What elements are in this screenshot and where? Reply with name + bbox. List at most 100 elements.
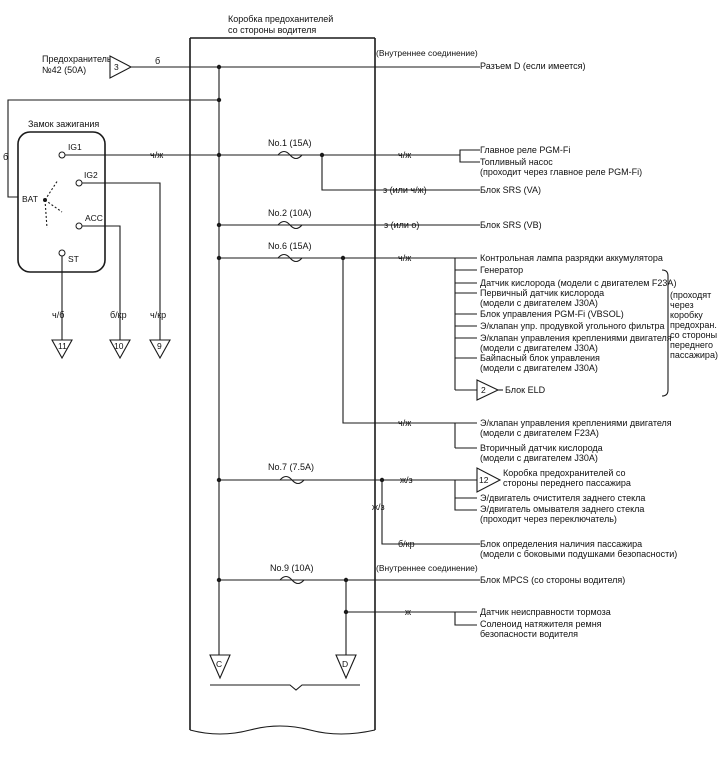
dest-9b-2: безопасности водителя (480, 629, 578, 639)
dest-6b-0: Э/клапан управления креплениями двигател… (480, 418, 672, 428)
ignition-wire-color: б (3, 152, 8, 162)
pin-acc: ACC (85, 213, 103, 223)
dest-6b-1: (модели с двигателем F23A) (480, 428, 599, 438)
dest-9b-0: Датчик неисправности тормоза (480, 607, 611, 617)
acc-wire (82, 225, 121, 340)
wire-no2: з (или о) (384, 220, 419, 230)
fuse42-label-1: Предохранитель (42, 54, 112, 64)
side-note-3: предохран. (670, 320, 717, 330)
fuse7-pass-branch (381, 480, 480, 545)
fuse-no6-label: No.6 (15A) (268, 241, 312, 251)
ig1-terminal (58, 151, 66, 159)
side-note-0: (проходят (670, 290, 711, 300)
fuse6-second-branch (342, 258, 455, 424)
dest-6-8: (модели с двигателем J30A) (480, 343, 598, 353)
dest-6b-2: Вторичный датчик кислорода (480, 443, 603, 453)
fuse-no2-symbol (277, 220, 303, 230)
wire-no6: ч/ж (398, 253, 411, 263)
dest-6b-3: (модели с двигателем J30A) (480, 453, 598, 463)
connector-3-triangle (109, 55, 133, 79)
dest-6-3: Первичный датчик кислорода (480, 288, 604, 298)
side-note-4: со стороны (670, 330, 717, 340)
fuse42-wire-color: б (155, 56, 160, 66)
dest-fuel-pump-note: (проходит через главное реле PGM-Fi) (480, 167, 642, 177)
ignition-title: Замок зажигания (28, 119, 99, 129)
dest-6-1: Генератор (480, 265, 523, 275)
dest-7b-0: Блок определения наличия пассажира (480, 539, 642, 549)
fuse-no2-label: No.2 (10A) (268, 208, 312, 218)
junction (216, 255, 222, 261)
dest-pgm-relay: Главное реле PGM-Fi (480, 145, 570, 155)
connector-d-label: D (342, 659, 348, 669)
dest-mpcs: Блок MPCS (со стороны водителя) (480, 575, 625, 585)
ig2-wire (82, 182, 161, 340)
wire-no7v: ж/з (372, 502, 385, 512)
srs-va-wire (321, 155, 480, 191)
pin-ig1: IG1 (68, 142, 82, 152)
side-note-2: коробку (670, 310, 703, 320)
pin-st: ST (68, 254, 79, 264)
fuse-box-title-2: со стороны водителя (228, 25, 316, 35)
junction (216, 152, 222, 158)
side-note-5: переднего (670, 340, 713, 350)
wire-no1: ч/ж (398, 150, 411, 160)
battery-to-ignition-wire (7, 99, 219, 198)
connector-c-triangle (209, 654, 231, 680)
fuse9-branch (454, 612, 477, 626)
st-terminal (58, 249, 66, 257)
dest-7-0: Коробка предохранителей со (503, 468, 626, 478)
fuse-no7-symbol (279, 475, 305, 485)
dest-9b-1: Соленоид натяжителя ремня (480, 619, 602, 629)
connector-3-label: 3 (114, 62, 119, 72)
bottom-bracket (210, 684, 360, 691)
connector-9-label: 9 (157, 341, 162, 351)
fuse42-label-2: №42 (50A) (42, 65, 86, 75)
connector-10-triangle (109, 339, 131, 360)
wire-no6b: ч/ж (398, 418, 411, 428)
connector-c-label: C (216, 659, 222, 669)
connector-d-label: Разъем D (если имеется) (480, 61, 585, 71)
internal-connection-bottom: (Внутреннее соединение) (376, 563, 478, 573)
dest-6-2: Датчик кислорода (модели с двигателем F2… (480, 278, 676, 288)
internal-connection-top: (Внутреннее соединение) (376, 48, 478, 58)
group-bracket (661, 269, 669, 397)
dest-7-1: стороны переднего пассажира (503, 478, 631, 488)
wire-no7b: б/кр (398, 539, 415, 549)
junction (216, 577, 222, 583)
dest-srs-va: Блок SRS (VA) (480, 185, 541, 195)
fuse-no6-symbol (277, 253, 303, 263)
wire-no1b: з (или ч/ж) (383, 185, 427, 195)
connector-11-triangle (51, 339, 73, 360)
pin-ig2: IG2 (84, 170, 98, 180)
dest-elu: Блок ELD (505, 385, 546, 395)
connector-d-triangle (335, 654, 357, 680)
dest-6-10: (модели с двигателем J30A) (480, 363, 598, 373)
ig1-wire-color: ч/ж (150, 150, 163, 160)
fuse-no7-label: No.7 (7.5A) (268, 462, 314, 472)
side-note-6: пассажира) (670, 350, 718, 360)
fuse7-branch (454, 480, 477, 511)
ig2-terminal (75, 179, 83, 187)
output-wire-10: б/кр (110, 310, 127, 320)
dest-6-0: Контрольная лампа разрядки аккумулятора (480, 253, 663, 263)
pin-bat: BAT (22, 194, 38, 204)
connector-10-label: 10 (114, 341, 124, 351)
switch-arm (44, 179, 59, 201)
fuse-no9-symbol (279, 575, 305, 585)
acc-terminal (75, 222, 83, 230)
fuse-no1-symbol (277, 150, 303, 160)
fuse-no9-label: No.9 (10A) (270, 563, 314, 573)
connector-2-triangle (476, 379, 500, 401)
connector-12-triangle (476, 467, 502, 493)
dest-fuel-pump: Топливный насос (480, 157, 553, 167)
junction (216, 222, 222, 228)
dest-srs-vb: Блок SRS (VB) (480, 220, 542, 230)
dest-6-6: Э/клапан упр. продувкой угольного фильтр… (480, 321, 665, 331)
fuse-box (189, 37, 376, 735)
dest-7-3: Э/двигатель омывателя заднего стекла (480, 504, 644, 514)
connector-2-label: 2 (481, 385, 486, 395)
output-wire-9: ч/кр (150, 310, 166, 320)
switch-arm (44, 199, 48, 229)
junction (216, 97, 222, 103)
